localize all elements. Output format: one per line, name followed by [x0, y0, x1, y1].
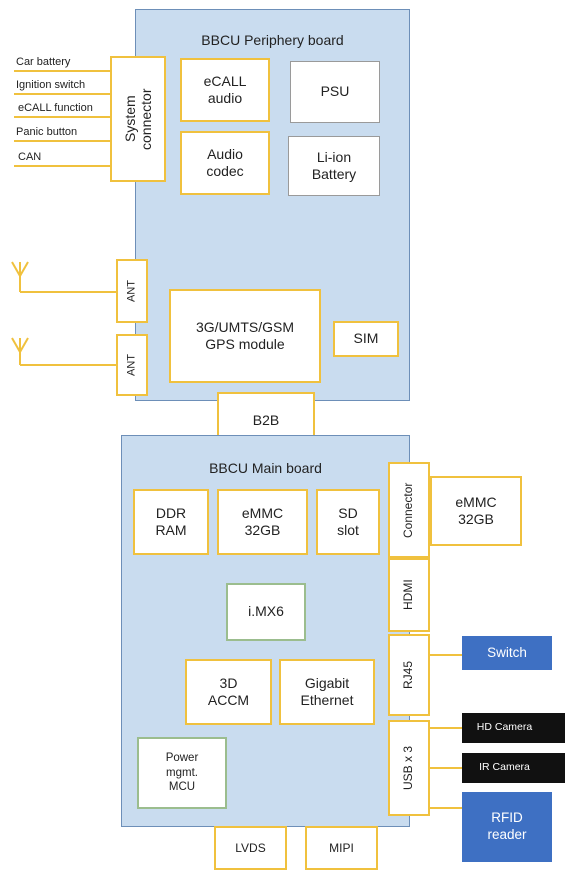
ir-camera-lens: [547, 753, 565, 783]
input-label-ignition-switch: Ignition switch: [16, 79, 86, 91]
hd-camera-device: HD Camera: [462, 713, 547, 743]
antenna-1-left: [11, 261, 21, 277]
connector-block: Connector: [388, 462, 430, 558]
input-label-panic-button: Panic button: [16, 126, 78, 138]
ir-camera-device: IR Camera: [462, 753, 547, 783]
system-connector: System connector: [110, 56, 166, 182]
emmc-block: eMMC 32GB: [217, 489, 308, 555]
lvds-connector: LVDS: [214, 826, 287, 870]
input-label-can: CAN: [18, 151, 42, 163]
imx6-processor: i.MX6: [226, 583, 306, 641]
external-emmc-block: eMMC 32GB: [430, 476, 522, 546]
audio-codec-block: Audio codec: [180, 131, 270, 195]
gsm-gps-module: 3G/UMTS/GSM GPS module: [169, 289, 321, 383]
mipi-connector: MIPI: [305, 826, 378, 870]
input-label-ecall-function: eCALL function: [18, 102, 93, 114]
antenna-2-left: [11, 337, 21, 353]
usb-ports: USB x 3: [388, 720, 430, 816]
ecall-audio-block: eCALL audio: [180, 58, 270, 122]
main-board-title: BBCU Main board: [209, 460, 322, 476]
antenna-connector-1: ANT: [116, 259, 148, 323]
input-label-car-battery: Car battery: [16, 56, 71, 68]
switch-device: Switch: [462, 636, 552, 670]
hdmi-port: HDMI: [388, 558, 430, 632]
battery-block: Li-ion Battery: [288, 136, 380, 196]
ddr-ram-block: DDR RAM: [133, 489, 209, 555]
power-mgmt-mcu: Power mgmt. MCU: [137, 737, 227, 809]
accm-block: 3D ACCM: [185, 659, 272, 725]
periphery-board-title: BBCU Periphery board: [201, 32, 344, 48]
antenna-1-right: [19, 261, 29, 277]
psu-block: PSU: [290, 61, 380, 123]
sd-slot-block: SD slot: [316, 489, 380, 555]
sim-block: SIM: [333, 321, 399, 357]
hd-camera-lens: [547, 713, 565, 743]
rj45-port: RJ45: [388, 634, 430, 716]
gigabit-ethernet-block: Gigabit Ethernet: [279, 659, 375, 725]
antenna-2-right: [19, 337, 29, 353]
antenna-connector-2: ANT: [116, 334, 148, 396]
rfid-reader-device: RFID reader: [462, 792, 552, 862]
